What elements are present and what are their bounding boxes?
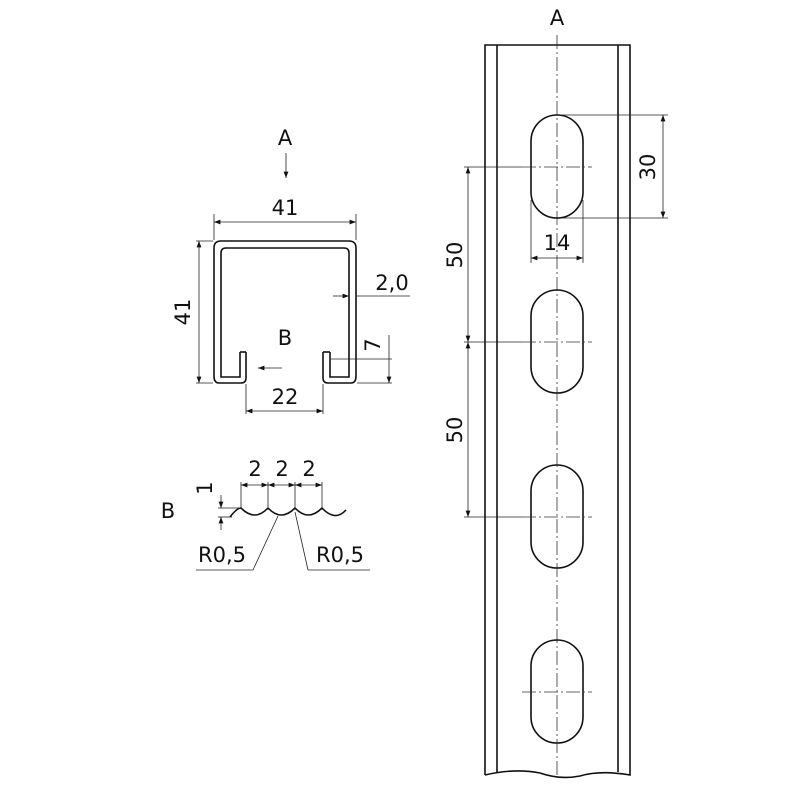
profile-outer (213, 240, 357, 384)
view-a-marker: A (278, 126, 293, 150)
depth-dimension: 1 (193, 481, 217, 494)
slot-pitch-dimension: 50 (443, 417, 467, 444)
slot (530, 114, 584, 219)
slot (530, 639, 584, 744)
radius-left-label: R0,5 (198, 543, 246, 567)
thickness-dimension: 2,0 (375, 271, 408, 295)
pitch-dimension: 2 (275, 457, 288, 481)
slot (530, 464, 584, 569)
view-a: A 30 14 50 50 (443, 6, 668, 779)
width-dimension: 41 (272, 196, 299, 220)
radius-right-label: R0,5 (316, 543, 364, 567)
pitch-dimension: 2 (302, 457, 315, 481)
slot-pitch-dimension: 50 (443, 242, 467, 269)
view-a-label: A (550, 6, 565, 30)
pitch-dimension: 2 (248, 457, 261, 481)
lip-dimension: 7 (361, 338, 385, 351)
profile-inner (220, 247, 350, 378)
slot-length-dimension: 30 (636, 154, 660, 181)
channel-profile: A 41 41 2,0 7 22 B (171, 126, 410, 414)
height-dimension: 41 (171, 299, 195, 326)
serration-wave (229, 506, 347, 518)
detail-b-label: B (161, 499, 175, 523)
slot (530, 289, 584, 394)
detail-b: B 2 2 2 1 R0,5 R0,5 (161, 457, 370, 571)
slot-width-dimension: 14 (544, 231, 571, 255)
strip-outline (484, 44, 631, 779)
section-b-marker: B (278, 326, 292, 350)
opening-dimension: 22 (272, 385, 299, 409)
